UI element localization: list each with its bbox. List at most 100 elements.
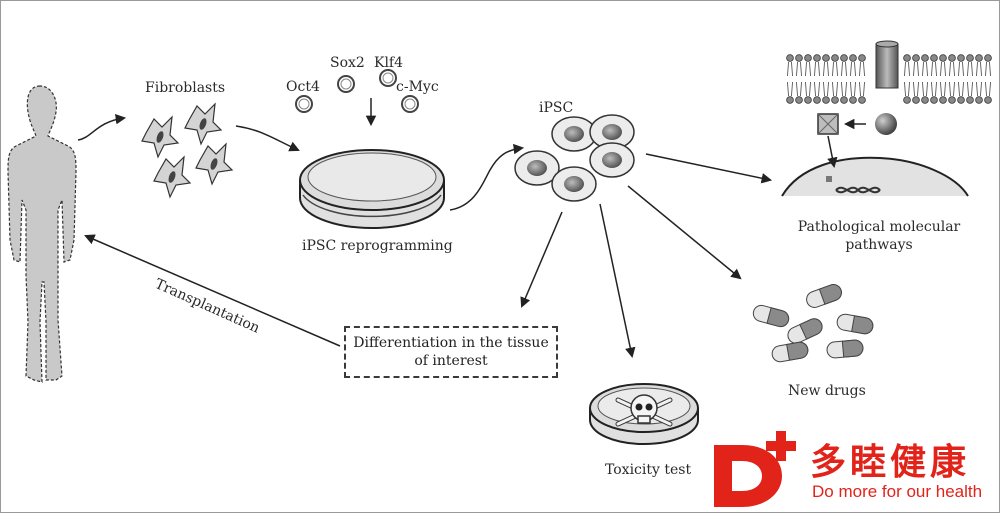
fibroblasts-cells [141, 102, 234, 199]
lipid-head [984, 54, 992, 62]
lipid-tail [841, 61, 847, 77]
factor-cmyc [401, 95, 419, 113]
lipid-tail [940, 61, 946, 77]
arrow-dish-to-ipsc [449, 143, 525, 211]
ipsc-cells [514, 114, 635, 202]
lipid-head [858, 54, 866, 62]
lipid-tail [787, 81, 793, 97]
brand-tagline: Do more for our health [812, 482, 983, 501]
arrow-ipsc-to-toxicity [599, 203, 636, 359]
lipid-head [849, 96, 857, 104]
lipid-head [966, 54, 974, 62]
factor-oct4 [295, 95, 313, 113]
lipid-tail [940, 81, 946, 97]
lipid-tail [985, 81, 991, 97]
ipsc-reprogramming-label: iPSC reprogramming [302, 238, 453, 254]
lipid-tail [823, 81, 829, 97]
lipid-tail [841, 81, 847, 97]
lipid-head [795, 96, 803, 104]
toxicity-label: Toxicity test [605, 462, 691, 478]
lipid-head [786, 54, 794, 62]
dna-marker [826, 176, 832, 182]
lipid-tail [796, 81, 802, 97]
lipid-head [912, 96, 920, 104]
arrow-receptor-to-nucleus [827, 135, 838, 169]
flow-arrows [77, 98, 866, 359]
arrow-human-to-fibroblasts [77, 113, 127, 141]
lipid-tail [814, 81, 820, 97]
lipid-tail [976, 81, 982, 97]
lipid-tail [976, 61, 982, 77]
lipid-head [831, 54, 839, 62]
membrane-channel [875, 43, 899, 89]
lipid-head [921, 96, 929, 104]
lipid-tail [958, 81, 964, 97]
new-drugs-label: New drugs [788, 383, 866, 399]
arrow-fibroblasts-to-dish [235, 125, 300, 152]
lipid-tail [922, 81, 928, 97]
lipid-head [984, 96, 992, 104]
lipid-head [966, 96, 974, 104]
factor-sox2 [337, 75, 355, 93]
cell-membrane [786, 54, 992, 104]
lipid-head [822, 96, 830, 104]
sox2-label: Sox2 [330, 55, 365, 71]
lipid-head [804, 96, 812, 104]
lipid-head [813, 96, 821, 104]
lipid-head [912, 54, 920, 62]
arrow-ipsc-to-pathways [645, 153, 773, 184]
differentiation-label: Differentiation in the tissue of interes… [353, 335, 549, 369]
drug-capsules [752, 284, 874, 363]
lipid-tail [796, 61, 802, 77]
lipid-head [804, 54, 812, 62]
lipid-head [921, 54, 929, 62]
lipid-tail [949, 81, 955, 97]
lipid-head [840, 54, 848, 62]
ipsc-label: iPSC [539, 100, 573, 116]
lipid-tail [832, 81, 838, 97]
lipid-tail [859, 61, 865, 77]
petri-dish [299, 149, 445, 229]
lipid-head [849, 54, 857, 62]
lipid-tail [958, 61, 964, 77]
klf4-label: Klf4 [374, 55, 403, 71]
lipid-head [858, 96, 866, 104]
lipid-tail [913, 81, 919, 97]
lipid-tail [814, 61, 820, 77]
lipid-head [903, 54, 911, 62]
lipid-head [957, 96, 965, 104]
lipid-head [939, 96, 947, 104]
oct4-label: Oct4 [286, 79, 320, 95]
lipid-head [840, 96, 848, 104]
lipid-head [930, 54, 938, 62]
transplantation-label: Transplantation [152, 276, 262, 337]
lipid-head [957, 54, 965, 62]
ligand-ball [875, 113, 897, 135]
lipid-tail [931, 61, 937, 77]
arrow-transplantation [84, 234, 341, 347]
lipid-head [813, 54, 821, 62]
lipid-tail [904, 61, 910, 77]
human-silhouette [7, 85, 77, 383]
lipid-tail [805, 61, 811, 77]
brand-d-plus-icon [714, 431, 796, 507]
lipid-tail [823, 61, 829, 77]
lipid-tail [787, 61, 793, 77]
lipid-head [786, 96, 794, 104]
lipid-tail [913, 61, 919, 77]
brand-chinese-name: 多睦健康 [810, 442, 971, 483]
cmyc-label: c-Myc [396, 79, 439, 95]
lipid-head [903, 96, 911, 104]
lipid-head [795, 54, 803, 62]
lipid-tail [904, 81, 910, 97]
lipid-head [975, 54, 983, 62]
lipid-head [948, 54, 956, 62]
lipid-tail [832, 61, 838, 77]
arrow-ipsc-to-differentiation [520, 211, 563, 308]
lipid-tail [850, 61, 856, 77]
lipid-tail [805, 81, 811, 97]
lipid-tail [949, 61, 955, 77]
